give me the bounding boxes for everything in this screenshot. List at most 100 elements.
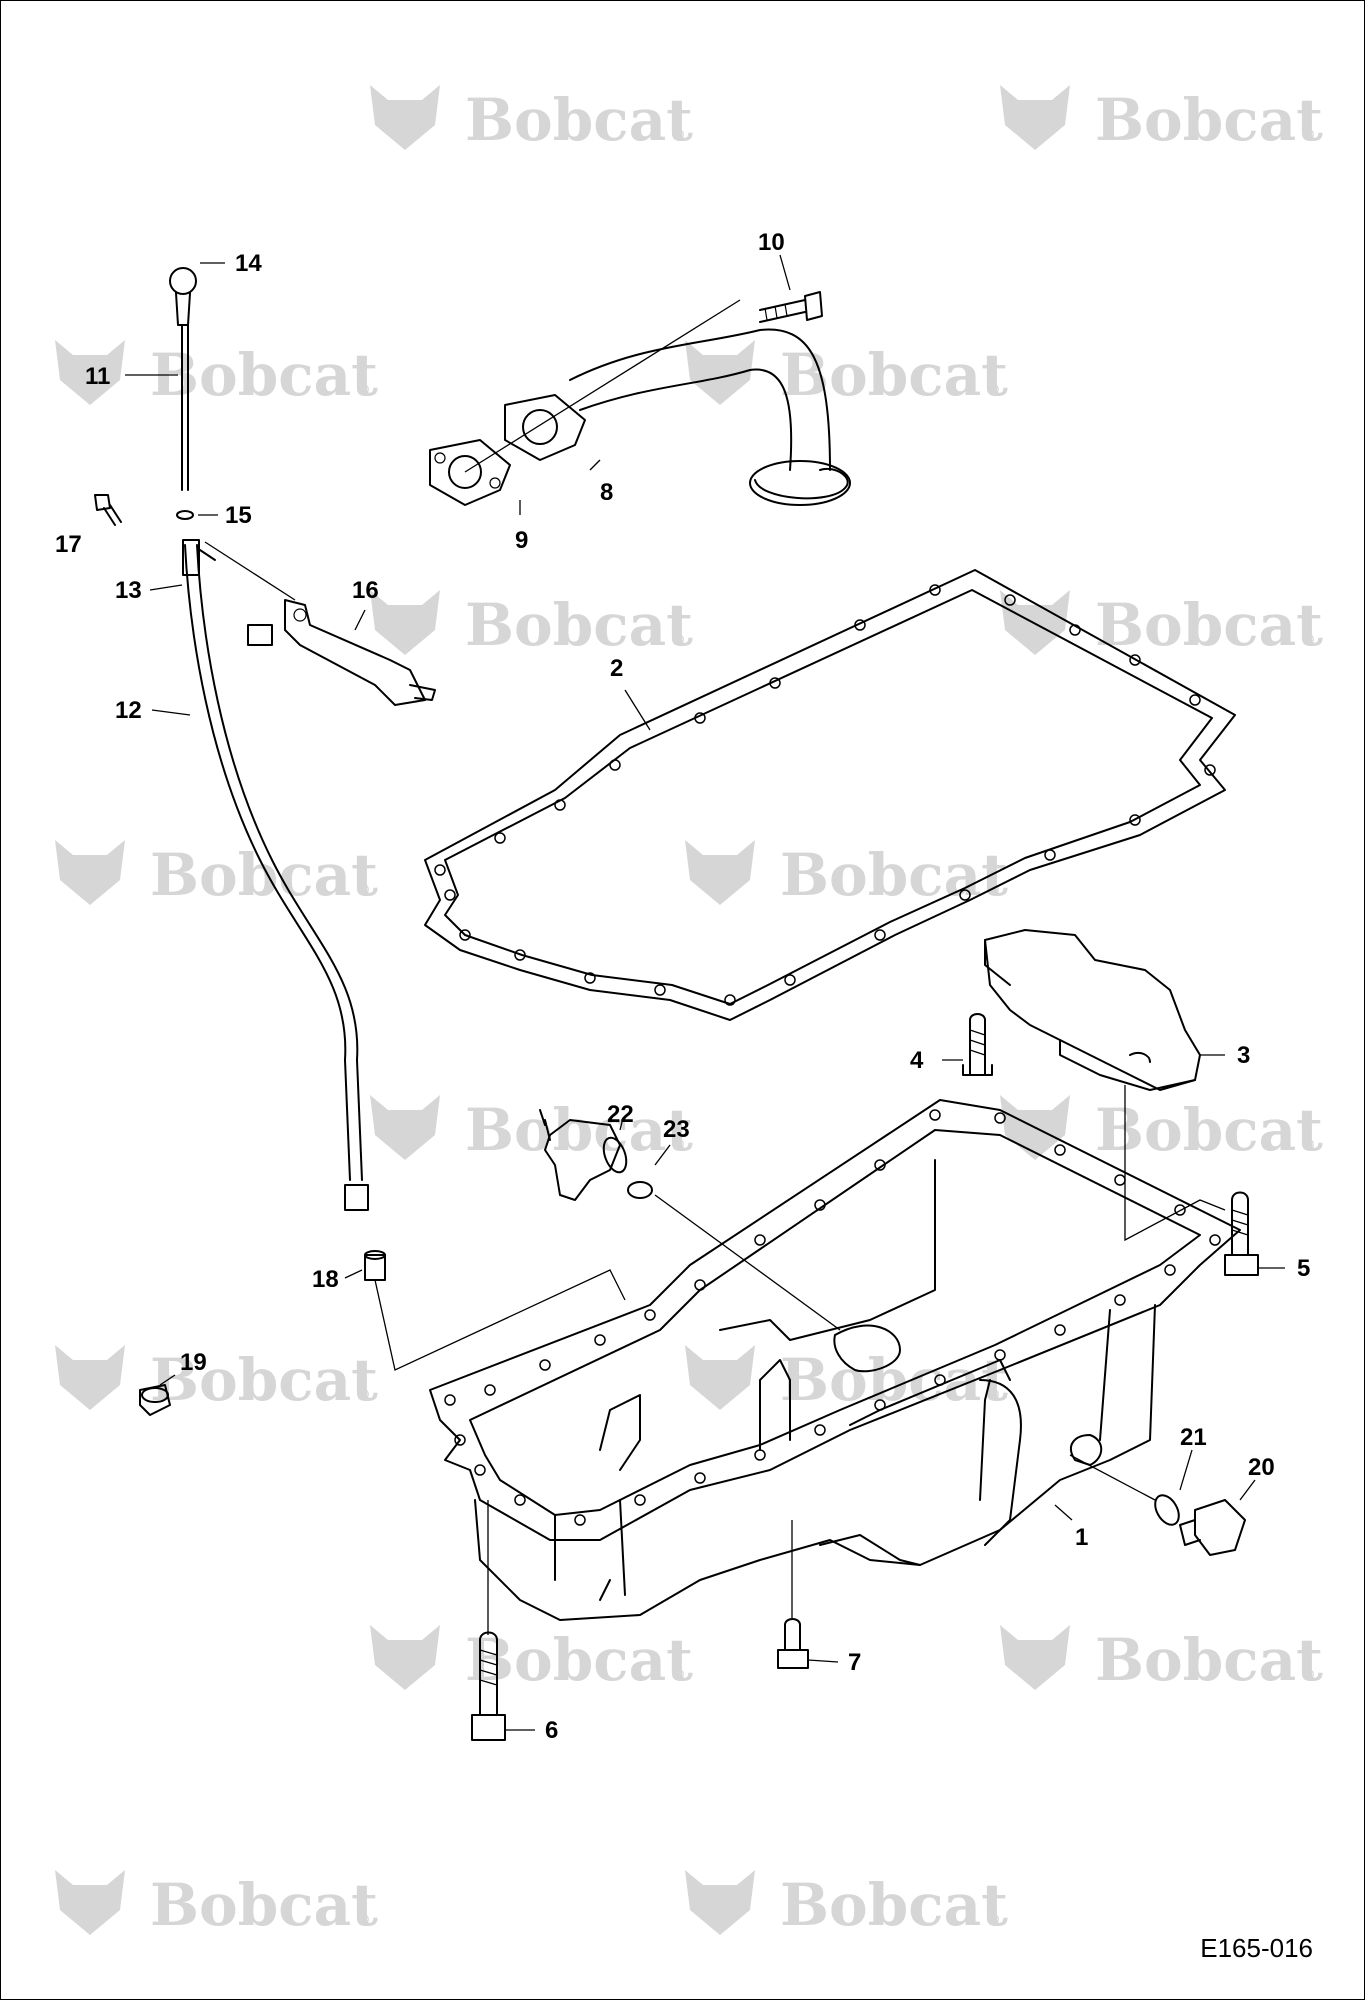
bolt-hole <box>994 1112 1006 1124</box>
watermark-text: Bobcat <box>465 1096 693 1164</box>
bolt-hole <box>514 949 526 961</box>
watermark-text: Bobcat <box>1095 1626 1323 1694</box>
bolt-hole <box>1114 1174 1126 1186</box>
bolt-hole <box>1189 694 1201 706</box>
bolt-hole <box>459 929 471 941</box>
bolt-hole <box>474 1464 486 1476</box>
callout-13: 13 <box>115 577 142 604</box>
sleeve-18 <box>364 1250 386 1281</box>
callout-12: 12 <box>115 697 142 724</box>
watermark-text: Bobcat <box>465 591 693 659</box>
watermark-tile: Bobcat® <box>370 1095 693 1164</box>
watermark-registered-mark: ® <box>670 1135 686 1154</box>
watermark-tile: Bobcat® <box>1000 1625 1323 1694</box>
callout-19: 19 <box>180 1349 207 1376</box>
callout-2: 2 <box>610 655 623 682</box>
watermark-text: Bobcat <box>150 1346 378 1414</box>
callout-9: 9 <box>515 527 528 554</box>
bolt-hole <box>1129 814 1141 826</box>
bolt-10 <box>759 291 823 323</box>
callout-1: 1 <box>1075 1524 1088 1551</box>
watermark-registered-mark: ® <box>355 380 371 399</box>
callout-22: 22 <box>607 1101 634 1128</box>
watermark-tile: Bobcat® <box>55 1870 378 1939</box>
watermark-registered-mark: ® <box>355 1385 371 1404</box>
callout-11: 11 <box>85 363 110 390</box>
bobcat-logo-icon <box>370 590 440 655</box>
bolt-hole <box>814 1424 826 1436</box>
callout-6: 6 <box>545 1717 558 1744</box>
bolt-hole <box>1054 1324 1066 1336</box>
bolt-hole <box>1174 1204 1186 1216</box>
watermark-registered-mark: ® <box>355 880 371 899</box>
bobcat-logo-icon <box>370 85 440 150</box>
bolt-hole <box>1044 849 1056 861</box>
flange-bolt-5 <box>1224 1191 1259 1276</box>
bolt-hole <box>874 1159 886 1171</box>
bobcat-logo-icon <box>1000 85 1070 150</box>
watermark-text: Bobcat <box>780 1346 1008 1414</box>
watermark-registered-mark: ® <box>670 1665 686 1684</box>
callout-16: 16 <box>352 577 379 604</box>
oil-pan-bolt-holes <box>444 1109 1221 1526</box>
watermark-text: Bobcat <box>150 841 378 909</box>
bobcat-logo-icon <box>685 1345 755 1410</box>
bolt-hole <box>574 1514 586 1526</box>
bolt-hole <box>934 1374 946 1386</box>
bobcat-logo-icon <box>1000 1625 1070 1690</box>
suction-pipe <box>504 328 851 506</box>
watermark-text: Bobcat <box>1095 86 1323 154</box>
bobcat-logo-icon <box>55 1870 125 1935</box>
watermark-tile: Bobcat® <box>685 1345 1008 1414</box>
bolt-hole <box>539 1359 551 1371</box>
bolt-hole <box>854 619 866 631</box>
bolt-hole <box>1204 764 1216 776</box>
bolt-hole <box>444 889 456 901</box>
bolt-hole <box>769 677 781 689</box>
callout-3: 3 <box>1237 1042 1250 1069</box>
callout-23: 23 <box>663 1116 690 1143</box>
oil-pan-gasket <box>424 569 1236 1021</box>
watermark-registered-mark: ® <box>1300 1135 1316 1154</box>
bobcat-logo-icon <box>370 1095 440 1160</box>
watermark-tile: Bobcat® <box>55 840 378 909</box>
bobcat-logo-icon <box>55 840 125 905</box>
suction-pipe-gasket <box>429 439 511 506</box>
watermark-text: Bobcat <box>465 1626 693 1694</box>
bolt-hole <box>1054 1144 1066 1156</box>
watermark-registered-mark: ® <box>670 125 686 144</box>
bobcat-logo-icon <box>55 1345 125 1410</box>
watermark-text: Bobcat <box>465 86 693 154</box>
bolt-hole <box>874 929 886 941</box>
watermark-text: Bobcat <box>780 841 1008 909</box>
bolt-hole <box>554 799 566 811</box>
plug-19 <box>139 1384 171 1416</box>
oil-pan <box>429 1099 1241 1621</box>
bolt-hole <box>1114 1294 1126 1306</box>
watermark-tile: Bobcat® <box>55 1345 378 1414</box>
watermark-tile: Bobcat® <box>1000 85 1323 154</box>
bolt-hole <box>444 1394 456 1406</box>
callout-17: 17 <box>55 531 82 558</box>
bolt-hole <box>694 1472 706 1484</box>
callout-5: 5 <box>1297 1255 1310 1282</box>
bolt-hole <box>994 1349 1006 1361</box>
flange-bolt-7 <box>777 1618 809 1669</box>
gasket-bolt-holes <box>434 584 1216 1006</box>
watermark-registered-mark: ® <box>670 630 686 649</box>
tube-bracket <box>247 599 436 706</box>
drawing-number: E165-016 <box>1200 1933 1313 1963</box>
cap-screw-4 <box>962 1013 993 1076</box>
callout-8: 8 <box>600 479 613 506</box>
bolt-hole <box>814 1199 826 1211</box>
bolt-hole <box>1004 594 1016 606</box>
watermark-tile: Bobcat® <box>370 1625 693 1694</box>
bolt-hole <box>1164 1264 1176 1276</box>
watermark-registered-mark: ® <box>985 1910 1001 1929</box>
bolt-hole <box>609 759 621 771</box>
bolt-hole <box>694 712 706 724</box>
bolt-hole <box>484 1384 496 1396</box>
bolt-hole <box>494 832 506 844</box>
watermark-text: Bobcat <box>780 341 1008 409</box>
